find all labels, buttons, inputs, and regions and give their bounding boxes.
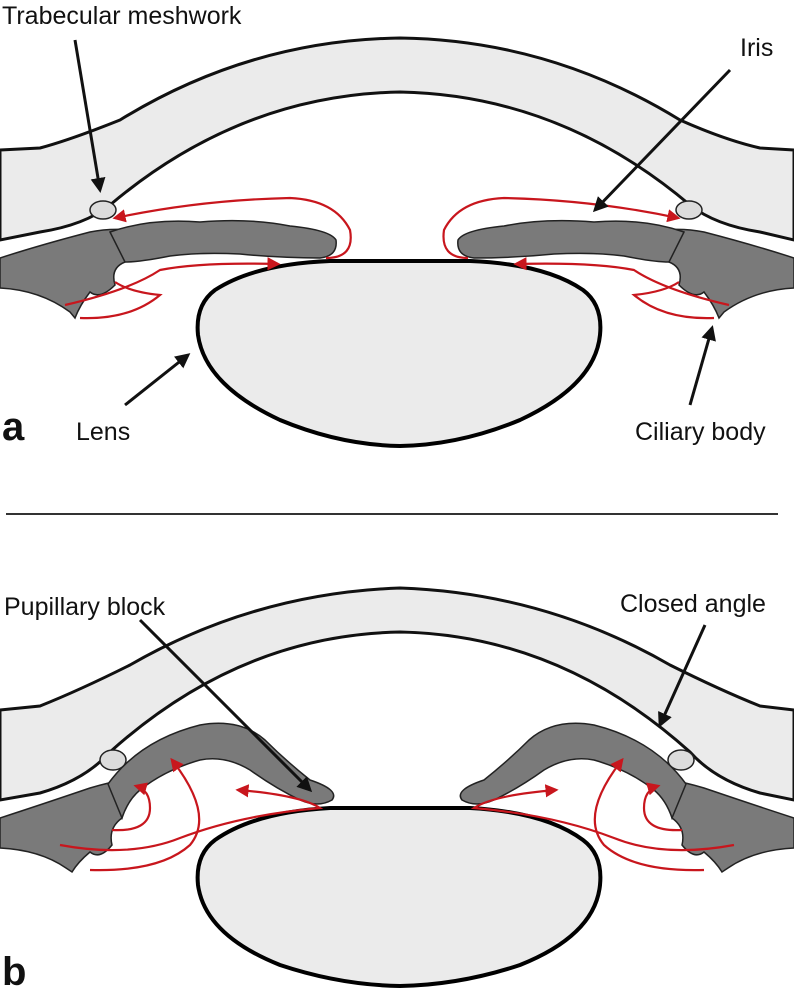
panel-letter-a: a (2, 405, 25, 449)
panel-a: Trabecular meshwork Iris Lens Ciliary bo… (0, 2, 794, 449)
ciliary-body-left (0, 228, 131, 320)
lens (195, 259, 603, 449)
aqueous-flow-right-ciliary (631, 281, 715, 320)
aqueous-flow-right-anterior (442, 196, 681, 260)
trabecular-meshwork-right (675, 200, 703, 220)
trabecular-meshwork-left (99, 749, 127, 771)
iris-right (459, 722, 687, 821)
aqueous-flow-right-1 (470, 784, 735, 852)
pointer-ciliary-body (688, 325, 716, 406)
ciliary-body-right (663, 228, 794, 320)
label-closed-angle: Closed angle (620, 590, 766, 618)
aqueous-flow-left-posterior (64, 257, 281, 307)
trabecular-meshwork-right (667, 749, 695, 771)
label-lens: Lens (76, 418, 130, 446)
trabecular-meshwork-left (89, 200, 117, 220)
aqueous-flow-left-3 (111, 782, 152, 832)
pointer-lens (124, 353, 191, 407)
label-ciliary-body: Ciliary body (635, 418, 766, 446)
panel-letter-b: b (2, 950, 26, 992)
aqueous-flow-right-2 (593, 757, 705, 872)
panel-b: Pupillary block Closed angle b (0, 586, 794, 992)
aqueous-flow-left-1 (59, 784, 324, 852)
aqueous-flow-right-posterior (513, 257, 730, 307)
pointer-pupillary-block (138, 618, 313, 793)
aqueous-flow-left-ciliary (79, 281, 163, 320)
label-iris: Iris (740, 34, 773, 62)
pointer-trabecular-meshwork (73, 39, 106, 193)
cornea (0, 36, 794, 242)
iris-left (108, 219, 337, 263)
pointer-closed-angle (658, 624, 707, 728)
iris-right (457, 219, 686, 263)
label-trabecular-meshwork: Trabecular meshwork (2, 2, 242, 30)
label-pupillary-block: Pupillary block (4, 593, 166, 621)
iris-left (107, 722, 335, 821)
aqueous-flow-left-anterior (112, 196, 352, 260)
aqueous-flow-right-3 (642, 782, 683, 832)
lens (195, 806, 603, 989)
pointer-iris (592, 68, 732, 213)
cornea (0, 586, 794, 802)
aqueous-flow-left-2 (89, 757, 201, 872)
